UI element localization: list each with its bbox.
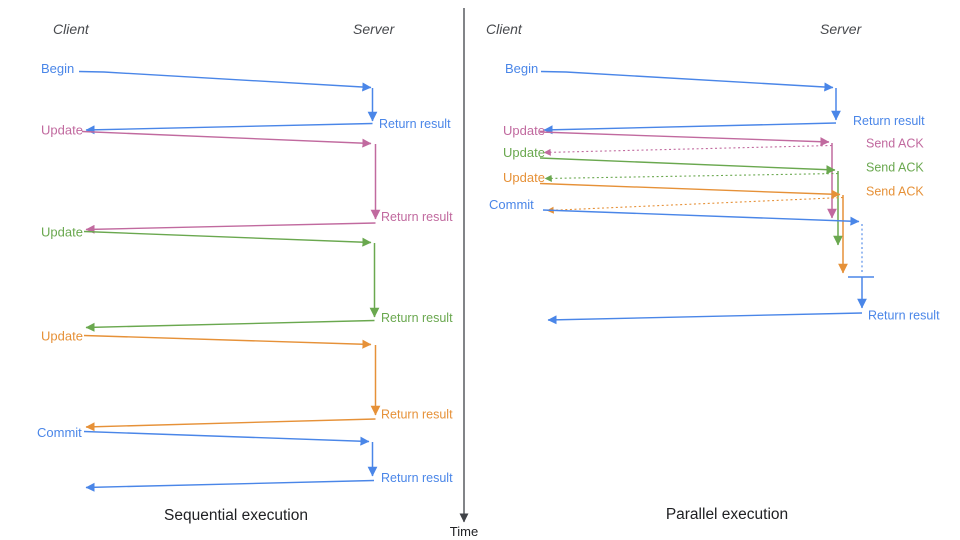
request-label: Update (503, 170, 545, 185)
response-label: Return result (379, 117, 451, 131)
message-commit: Commit Return result (489, 197, 940, 325)
message-update-2: Update Return result (41, 225, 453, 332)
response-line (85, 418, 376, 432)
message-begin: Begin Return result (505, 61, 925, 135)
request-line (540, 70, 834, 92)
response-label: Return result (381, 311, 453, 325)
response-line (85, 479, 375, 492)
ack-line (546, 196, 844, 214)
response-label: Return result (381, 408, 453, 422)
client-column-header: Client (486, 21, 523, 37)
request-label: Update (41, 225, 83, 240)
request-line (81, 130, 372, 148)
request-label: Update (41, 123, 83, 138)
response-line (85, 222, 376, 234)
sequential-diagram: Client Server Begin Return result Update… (37, 21, 453, 524)
request-line (539, 182, 841, 199)
request-line (542, 209, 860, 226)
sequential-caption: Sequential execution (164, 507, 308, 524)
response-line (543, 122, 837, 135)
ack-line (543, 144, 833, 156)
request-line (83, 334, 372, 349)
request-line (83, 430, 370, 446)
message-update-2: Update Send ACK (503, 145, 924, 246)
request-label: Update (41, 329, 83, 344)
request-label: Update (503, 123, 545, 138)
request-label: Begin (41, 61, 74, 76)
request-line (539, 131, 830, 147)
time-axis-label: Time (450, 524, 478, 539)
response-line (85, 319, 375, 332)
response-label: Return result (853, 114, 925, 128)
response-line (85, 122, 373, 135)
response-label: Return result (381, 471, 453, 485)
request-label: Commit (489, 197, 534, 212)
response-label: Return result (868, 309, 940, 323)
parallel-diagram: Client Server Begin Return result Update… (486, 21, 940, 523)
message-update-1: Update Return result (41, 123, 453, 234)
message-update-3: Update Send ACK (503, 170, 924, 274)
request-line (78, 70, 372, 92)
parallel-caption: Parallel execution (666, 506, 788, 523)
time-axis: Time (450, 8, 478, 539)
response-label: Send ACK (866, 137, 924, 151)
message-begin: Begin Return result (41, 61, 451, 135)
response-label: Send ACK (866, 185, 924, 199)
request-label: Begin (505, 61, 538, 76)
message-commit: Commit Return result (37, 425, 453, 492)
response-line (547, 312, 863, 325)
request-label: Update (503, 145, 545, 160)
response-label: Send ACK (866, 161, 924, 175)
server-column-header: Server (353, 21, 396, 37)
request-label: Commit (37, 425, 82, 440)
message-update-3: Update Return result (41, 329, 453, 432)
message-update-1: Update Send ACK (503, 123, 924, 219)
client-column-header: Client (53, 21, 90, 37)
response-label: Return result (381, 210, 453, 224)
request-line (83, 230, 372, 247)
ack-line (544, 172, 839, 182)
request-line (539, 157, 836, 175)
server-column-header: Server (820, 21, 863, 37)
